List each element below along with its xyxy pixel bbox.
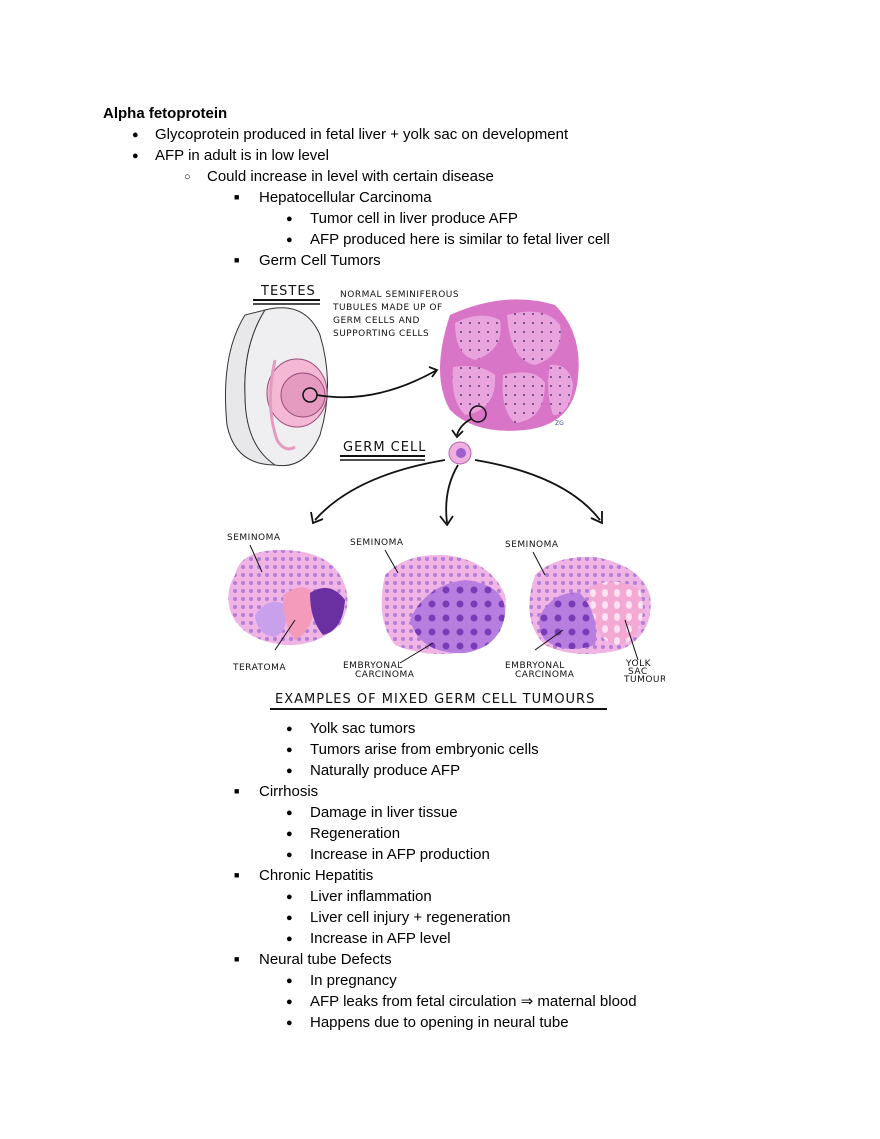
bullet-icon: [286, 844, 293, 867]
list-item: In pregnancy: [310, 972, 397, 989]
tubules-label-line3: GERM CELLS AND: [333, 316, 420, 326]
list-item: AFP produced here is similar to fetal li…: [310, 231, 610, 248]
disease-heading: Germ Cell Tumors: [259, 252, 381, 269]
square-bullet-icon: [234, 187, 239, 210]
square-bullet-icon: [234, 781, 239, 804]
tumour3-side-label-2: SAC: [628, 667, 648, 677]
list-item: Tumors arise from embryonic cells: [310, 741, 539, 758]
list-item: Increase in AFP production: [310, 846, 490, 863]
disease-heading: Chronic Hepatitis: [259, 867, 374, 884]
list-item: Damage in liver tissue: [310, 804, 458, 821]
hollow-bullet-icon: [184, 166, 191, 189]
list-item: Liver cell injury + regeneration: [310, 909, 511, 926]
list-item: Regeneration: [310, 825, 401, 842]
list-item: AFP in adult is in low level: [155, 147, 329, 164]
list-item: Yolk sac tumors: [310, 720, 416, 737]
list-item: Glycoprotein produced in fetal liver + y…: [155, 126, 569, 143]
bullet-icon: [286, 802, 293, 825]
bullet-icon: [286, 718, 293, 741]
list-item: Could increase in level with certain dis…: [207, 168, 494, 185]
artist-signature: ZG: [555, 420, 564, 427]
tumour2-bottom-label-2: CARCINOMA: [355, 670, 415, 680]
list-item: Naturally produce AFP: [310, 762, 461, 779]
tumour3-side-label-1: YOLK: [625, 659, 652, 669]
bullet-icon: [132, 124, 139, 147]
bullet-icon: [286, 970, 293, 993]
bullet-icon: [286, 991, 293, 1014]
tubules-label-line2: TUBULES MADE UP OF: [332, 303, 443, 313]
germ-cell-label: GERM CELL: [343, 440, 426, 455]
bullet-icon: [286, 886, 293, 909]
disease-heading: Hepatocellular Carcinoma: [259, 189, 432, 206]
square-bullet-icon: [234, 250, 239, 273]
square-bullet-icon: [234, 865, 239, 888]
bullet-icon: [132, 145, 139, 168]
testes-label: TESTES: [260, 284, 316, 299]
tubules-label-line4: SUPPORTING CELLS: [333, 329, 429, 339]
tumour3-bottom-label-1: EMBRYONAL: [505, 661, 565, 671]
tumour1-bottom-label: TERATOMA: [232, 663, 286, 673]
bullet-icon: [286, 739, 293, 762]
bullet-icon: [286, 823, 293, 846]
tumour2-top-label: SEMINOMA: [350, 538, 404, 548]
bullet-icon: [286, 928, 293, 951]
list-item: Happens due to opening in neural tube: [310, 1014, 569, 1031]
tumour2-bottom-label-1: EMBRYONAL: [343, 661, 403, 671]
bullet-icon: [286, 208, 293, 231]
list-item: Increase in AFP level: [310, 930, 451, 947]
bullet-icon: [286, 907, 293, 930]
tumour3-bottom-label-2: CARCINOMA: [515, 670, 575, 680]
germ-cell-tumour-illustration: TESTES NORMAL SEMINIFEROUS TUBULES MADE …: [215, 275, 666, 715]
tumour3-side-label-3: TUMOUR: [623, 675, 665, 685]
tubules-label-line1: NORMAL SEMINIFEROUS: [340, 290, 459, 300]
bullet-icon: [286, 229, 293, 252]
list-item: AFP leaks from fetal circulation ⇒ mater…: [310, 993, 637, 1010]
tumour3-top-label: SEMINOMA: [505, 540, 559, 550]
figure-caption: EXAMPLES OF MIXED GERM CELL TUMOURS: [275, 692, 595, 707]
list-item: Tumor cell in liver produce AFP: [310, 210, 518, 227]
tumour1-top-label: SEMINOMA: [227, 533, 281, 543]
doc-title: Alpha fetoprotein: [103, 105, 228, 122]
disease-heading: Cirrhosis: [259, 783, 319, 800]
bullet-icon: [286, 760, 293, 783]
disease-heading: Neural tube Defects: [259, 951, 392, 968]
square-bullet-icon: [234, 949, 239, 972]
bullet-icon: [286, 1012, 293, 1035]
list-item: Liver inflammation: [310, 888, 432, 905]
